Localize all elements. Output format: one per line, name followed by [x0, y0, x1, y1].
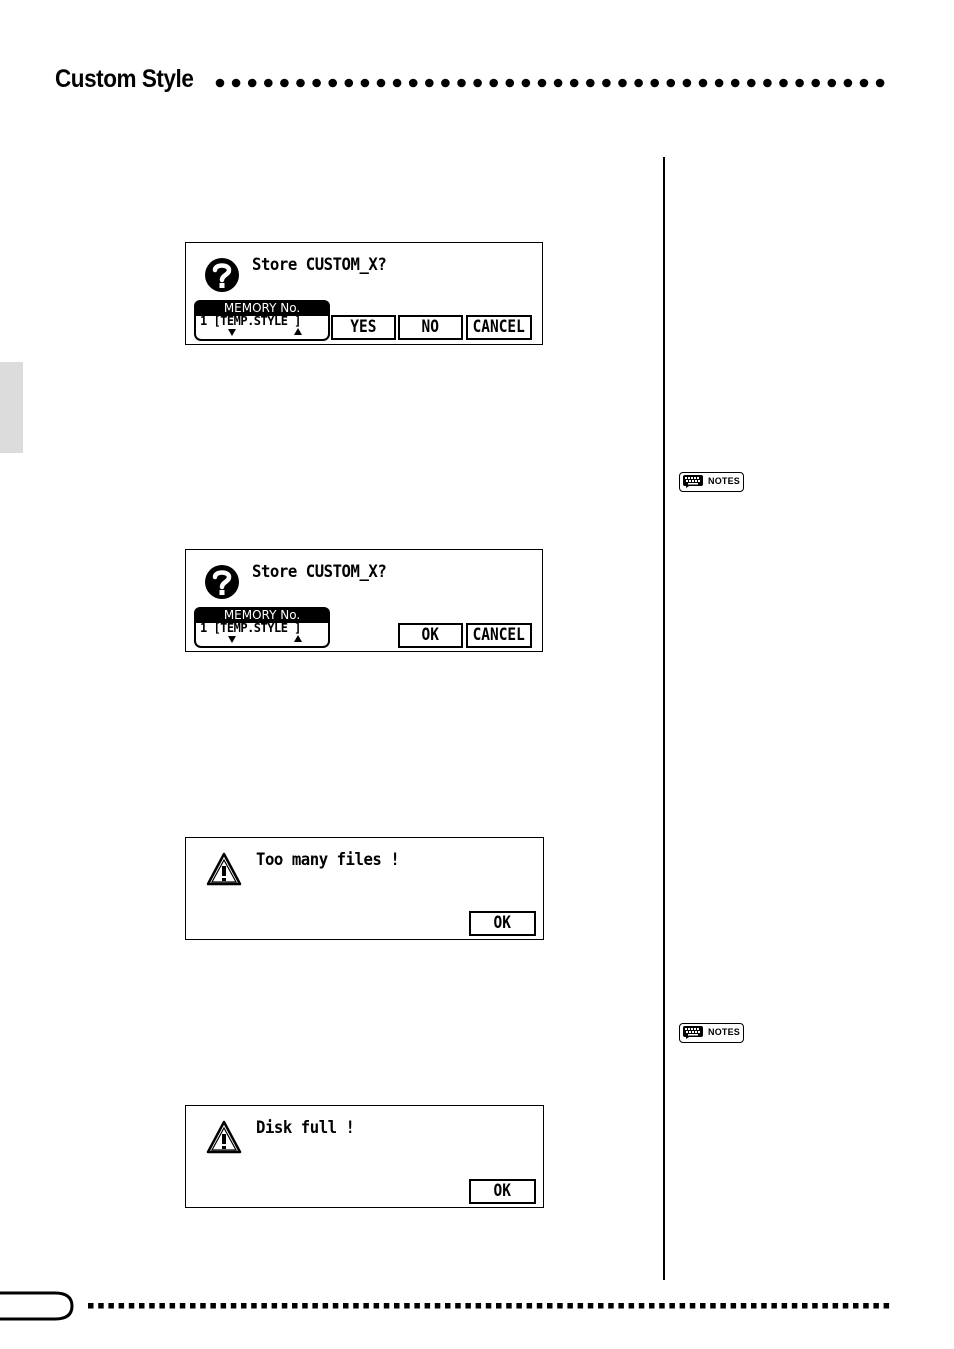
dialog-message: Store CUSTOM_X? [252, 562, 387, 582]
question-circle-icon [205, 565, 239, 599]
arrow-down-icon[interactable] [228, 636, 236, 643]
ok-button[interactable]: OK [469, 911, 536, 936]
warning-triangle-icon [206, 852, 242, 886]
keyboard-speech-icon [683, 1026, 703, 1039]
footer-dot-leader [88, 1303, 890, 1309]
ok-button[interactable]: OK [469, 1179, 536, 1204]
page-header: Custom Style [55, 62, 890, 102]
dialog-message: Disk full ! [256, 1118, 355, 1138]
arrow-up-icon[interactable] [294, 635, 302, 642]
memory-number-selector[interactable]: MEMORY No. 1 [TEMP.STYLE ] [194, 300, 330, 341]
memory-value: 1 [TEMP.STYLE ] [200, 314, 301, 328]
notes-label: NOTES [708, 1027, 741, 1037]
notes-label: NOTES [708, 476, 741, 486]
column-divider [663, 157, 665, 1280]
keyboard-speech-icon [683, 475, 703, 488]
dialog-message: Too many files ! [256, 850, 400, 870]
yes-button[interactable]: YES [331, 315, 396, 340]
arrow-down-icon[interactable] [228, 329, 236, 336]
side-tab [0, 362, 23, 453]
memory-label: MEMORY No. [194, 607, 330, 623]
memory-number-selector[interactable]: MEMORY No. 1 [TEMP.STYLE ] [194, 607, 330, 648]
no-button[interactable]: NO [398, 315, 463, 340]
notes-badge: NOTES [679, 472, 744, 492]
warning-triangle-icon [206, 1120, 242, 1154]
arrow-up-icon[interactable] [294, 328, 302, 335]
page-number-tab [0, 1291, 74, 1321]
page-footer [0, 1291, 890, 1321]
ok-button[interactable]: OK [398, 623, 463, 648]
too-many-files-dialog: Too many files ! OK [185, 837, 544, 940]
disk-full-dialog: Disk full ! OK [185, 1105, 544, 1208]
memory-value: 1 [TEMP.STYLE ] [200, 621, 301, 635]
section-title: Custom Style [55, 65, 194, 93]
dialog-message: Store CUSTOM_X? [252, 255, 387, 275]
store-dialog-yes-no: Store CUSTOM_X? MEMORY No. 1 [TEMP.STYLE… [185, 242, 543, 345]
memory-label: MEMORY No. [194, 300, 330, 316]
cancel-button[interactable]: CANCEL [466, 623, 532, 648]
cancel-button[interactable]: CANCEL [466, 315, 532, 340]
notes-badge: NOTES [679, 1023, 744, 1043]
store-dialog-ok: Store CUSTOM_X? MEMORY No. 1 [TEMP.STYLE… [185, 549, 543, 652]
question-circle-icon [205, 258, 239, 292]
header-dot-leader [215, 78, 885, 88]
